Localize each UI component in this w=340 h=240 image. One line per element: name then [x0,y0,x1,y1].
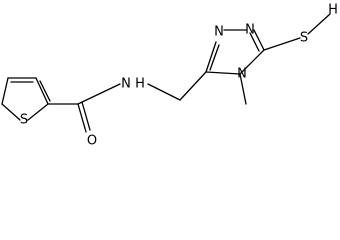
bond-s-h [307,13,331,35]
bond-c3-n2-double [209,44,220,71]
bond-s-c2 [27,103,49,121]
atom-thiol-s: S [300,31,308,46]
bond-n4-methyl [239,73,247,105]
atom-amide-h: H [135,77,145,92]
bond-c3-n2 [205,41,217,73]
bond-carbonyl-n [77,83,121,105]
bond-ch2-triazole [179,71,207,101]
atom-thiophene-s: S [20,113,28,128]
bond-c5-n4 [239,49,265,75]
triazole-ring [205,29,265,105]
atom-labels: S O N H N N N S H [20,3,338,149]
bond-c2-c3-inner [39,80,51,102]
atom-triazole-n2: N [214,25,224,40]
bond-carbonyl-o-double [81,101,91,131]
bond-carbonyl-o [77,103,87,133]
thiol-group [263,13,331,51]
atom-triazole-n1: N [245,23,255,38]
bond-n1-c5-double [249,32,260,52]
chemical-structure-diagram: S O N H N N N S H [1,3,338,149]
bond-n1-c5 [253,29,265,51]
bond-n-ch2 [147,83,181,101]
bond-c5-s [1,103,21,121]
bond-c2-c3 [35,77,49,105]
atom-triazole-n4: N [237,67,247,82]
bond-c5-s [263,37,301,51]
amide-group [47,71,207,133]
atom-thiol-h: H [328,3,338,18]
atom-carbonyl-o: O [87,134,97,149]
atom-amide-n: N [121,77,131,92]
thiophene-ring [1,77,51,121]
bond-n4-c3 [205,71,241,75]
bond-c4-c5 [1,77,9,105]
